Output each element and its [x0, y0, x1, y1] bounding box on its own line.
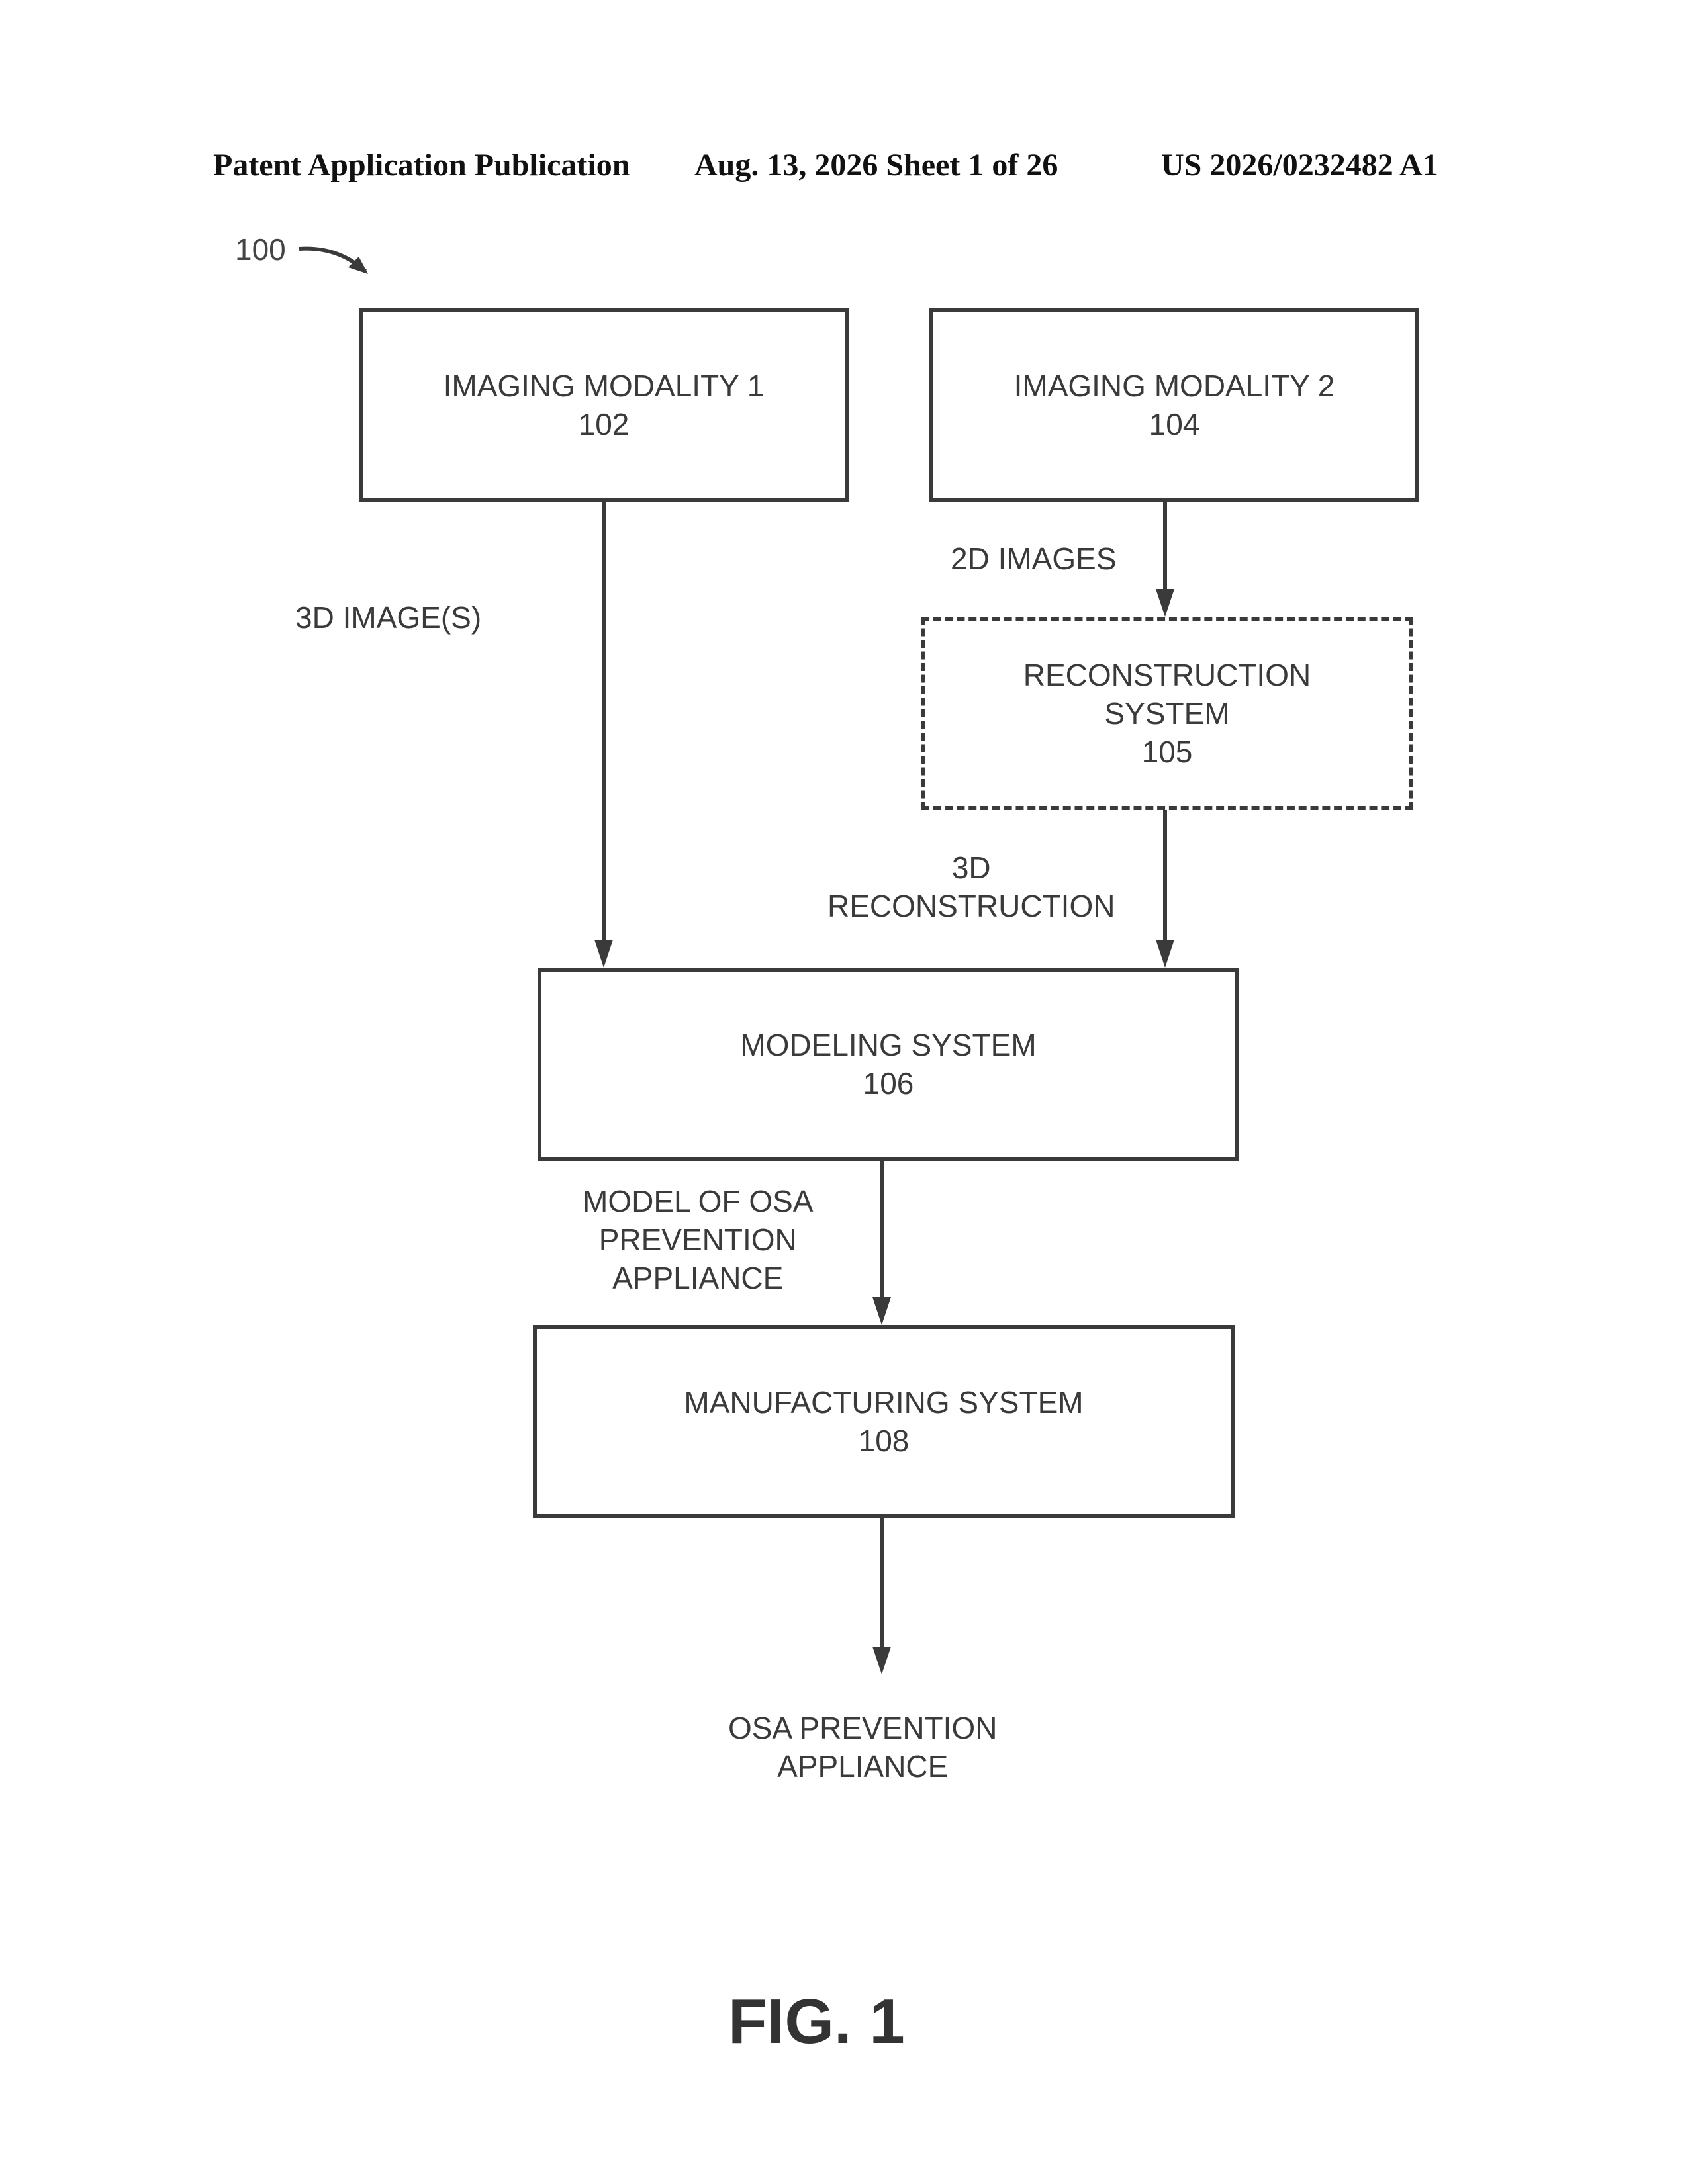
- label-model-line1: MODEL OF OSA: [583, 1182, 813, 1220]
- figure-label: FIG. 1: [728, 1985, 905, 2058]
- arrowhead-102-to-106: [594, 940, 613, 968]
- label-3d-reconstruction-line1: 3D: [827, 848, 1115, 887]
- imaging-modality-1-box: IMAGING MODALITY 1 102: [359, 308, 849, 502]
- label-osa-prevention-appliance-output: OSA PREVENTION APPLIANCE: [728, 1709, 997, 1786]
- imaging-modality-1-title: IMAGING MODALITY 1: [444, 367, 765, 405]
- label-2d-images: 2D IMAGES: [951, 539, 1117, 578]
- manufacturing-system-box: MANUFACTURING SYSTEM 108: [533, 1325, 1235, 1518]
- reconstruction-system-box: RECONSTRUCTION SYSTEM 105: [921, 617, 1413, 810]
- manufacturing-system-ref: 108: [859, 1422, 910, 1460]
- label-output-line1: OSA PREVENTION: [728, 1709, 997, 1747]
- modeling-system-ref: 106: [863, 1064, 914, 1103]
- modeling-system-box: MODELING SYSTEM 106: [538, 968, 1239, 1161]
- arrowhead-108-to-output: [872, 1647, 891, 1674]
- label-3d-reconstruction-line2: RECONSTRUCTION: [827, 887, 1115, 925]
- label-model-line3: APPLIANCE: [583, 1259, 813, 1297]
- reconstruction-system-title-line2: SYSTEM: [1104, 694, 1229, 733]
- label-output-line2: APPLIANCE: [728, 1747, 997, 1786]
- label-3d-images: 3D IMAGE(S): [295, 598, 481, 637]
- label-model-line2: PREVENTION: [583, 1220, 813, 1259]
- imaging-modality-2-box: IMAGING MODALITY 2 104: [929, 308, 1419, 502]
- reconstruction-system-title-line1: RECONSTRUCTION: [1023, 656, 1311, 694]
- manufacturing-system-title: MANUFACTURING SYSTEM: [684, 1383, 1083, 1422]
- label-3d-reconstruction: 3D RECONSTRUCTION: [827, 848, 1115, 925]
- arrowhead-106-to-108: [872, 1297, 891, 1325]
- imaging-modality-2-title: IMAGING MODALITY 2: [1014, 367, 1335, 405]
- label-model-of-osa-prevention-appliance: MODEL OF OSA PREVENTION APPLIANCE: [583, 1182, 813, 1297]
- arrowhead-105-to-106: [1156, 940, 1174, 968]
- arrowhead-104-to-105: [1156, 589, 1174, 617]
- modeling-system-title: MODELING SYSTEM: [740, 1026, 1036, 1064]
- imaging-modality-1-ref: 102: [579, 405, 630, 443]
- imaging-modality-2-ref: 104: [1149, 405, 1200, 443]
- reconstruction-system-ref: 105: [1142, 733, 1193, 771]
